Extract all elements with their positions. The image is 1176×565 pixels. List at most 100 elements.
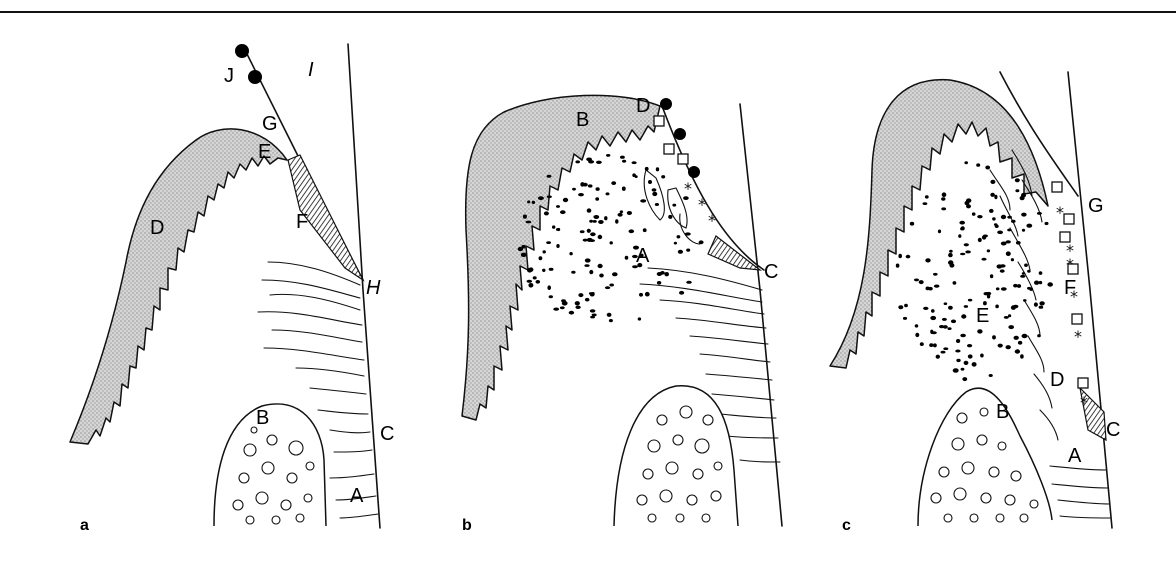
cell-dot: [620, 210, 623, 213]
cell-dot: [960, 334, 966, 337]
panel-c: * * * * * * G F E D B C A c: [830, 72, 1120, 534]
cell-dot: [962, 377, 967, 381]
cell-dot: [595, 197, 599, 201]
cell-dot: [629, 229, 635, 233]
alveolar-bone: [214, 404, 326, 526]
cell-dot: [960, 253, 965, 256]
label-B: B: [576, 109, 589, 131]
cell-dot: [943, 347, 948, 350]
cell-dot: [1018, 341, 1022, 345]
cell-dot: [643, 228, 647, 232]
cell-dot: [933, 273, 938, 276]
cell-dot: [910, 222, 914, 226]
cell-dot: [652, 192, 657, 196]
svg-text:*: *: [1056, 203, 1064, 222]
cell-dot: [569, 252, 572, 255]
cell-dot: [593, 215, 599, 219]
cell-dot: [607, 313, 612, 317]
cell-dot: [929, 343, 933, 347]
panel-label-c: c: [842, 517, 851, 534]
cell-dot: [552, 225, 555, 228]
cell-dot: [585, 258, 591, 262]
alveolar-bone: [614, 386, 738, 526]
connective-tissue-fibers: [1050, 466, 1110, 518]
cell-dot: [1006, 345, 1011, 349]
cell-dot: [1039, 281, 1042, 284]
cell-dot: [1011, 220, 1016, 223]
cell-dot: [964, 243, 969, 246]
cell-dot: [898, 305, 903, 309]
cell-dot: [964, 305, 968, 308]
cell-dot: [605, 286, 610, 289]
cell-dot: [556, 205, 560, 208]
cell-dot: [648, 180, 652, 184]
cell-dot: [948, 260, 953, 265]
cell-dot: [572, 188, 576, 191]
cell-dot: [593, 220, 597, 223]
label-C: C: [380, 423, 394, 445]
cell-dot: [939, 325, 944, 328]
cell-dot: [645, 167, 649, 171]
cell-dot: [526, 221, 532, 224]
label-I: I: [308, 59, 314, 81]
cell-dot: [982, 235, 986, 239]
label-E: E: [976, 305, 989, 327]
cell-dot: [923, 307, 928, 310]
cell-dot: [989, 374, 993, 377]
cell-dot: [678, 250, 683, 254]
cell-dot: [965, 250, 971, 253]
cell-dot: [920, 342, 924, 346]
label-E: E: [258, 141, 271, 163]
cell-dot: [1045, 222, 1049, 225]
cell-dot: [588, 184, 593, 187]
cell-dot: [964, 361, 969, 365]
cell-dot: [985, 166, 990, 170]
cell-dot: [604, 216, 607, 220]
panel-b: * * * D B A C b: [462, 95, 782, 534]
cell-dot: [539, 256, 543, 260]
label-C: C: [1106, 419, 1120, 441]
label-D: D: [636, 95, 650, 117]
cell-dot: [942, 192, 947, 197]
tooth-surface-line: [740, 104, 782, 526]
cell-dot: [536, 280, 541, 284]
cell-dot: [1004, 316, 1009, 319]
cell-dot: [941, 197, 945, 200]
cell-dot: [1008, 325, 1014, 329]
cell-dot: [635, 175, 638, 178]
label-G: G: [262, 113, 278, 135]
cell-dot: [1016, 241, 1021, 245]
label-B: B: [256, 407, 269, 429]
cell-dot: [575, 301, 580, 305]
cell-dot: [898, 254, 902, 258]
panel-label-a: a: [80, 517, 89, 534]
cell-dot: [925, 258, 930, 262]
cell-dot: [575, 160, 580, 163]
cell-dot: [959, 221, 965, 225]
cell-dot: [1015, 189, 1019, 192]
cell-dot: [934, 285, 940, 288]
cell-dot: [1001, 215, 1006, 219]
cell-dot: [953, 281, 957, 285]
label-A: A: [636, 245, 650, 267]
cell-dot: [1000, 269, 1005, 272]
cell-dot: [1006, 251, 1011, 256]
cell-dot: [560, 210, 566, 214]
cell-dot: [987, 294, 990, 298]
cell-dot: [584, 264, 589, 267]
inflammatory-cell-dots: [896, 161, 1053, 381]
cell-dot: [615, 219, 618, 223]
cell-dot: [556, 228, 560, 231]
cell-dot: [961, 368, 965, 371]
label-A: A: [1068, 445, 1082, 467]
cell-dot: [1001, 242, 1007, 246]
cell-dot: [685, 232, 691, 235]
cell-dot: [661, 175, 665, 178]
cell-dot: [686, 281, 692, 284]
cell-dot: [527, 200, 530, 203]
cell-dot: [1020, 354, 1024, 358]
cell-dot: [538, 196, 544, 200]
cell-dot: [610, 241, 613, 244]
cell-dot: [640, 199, 646, 202]
